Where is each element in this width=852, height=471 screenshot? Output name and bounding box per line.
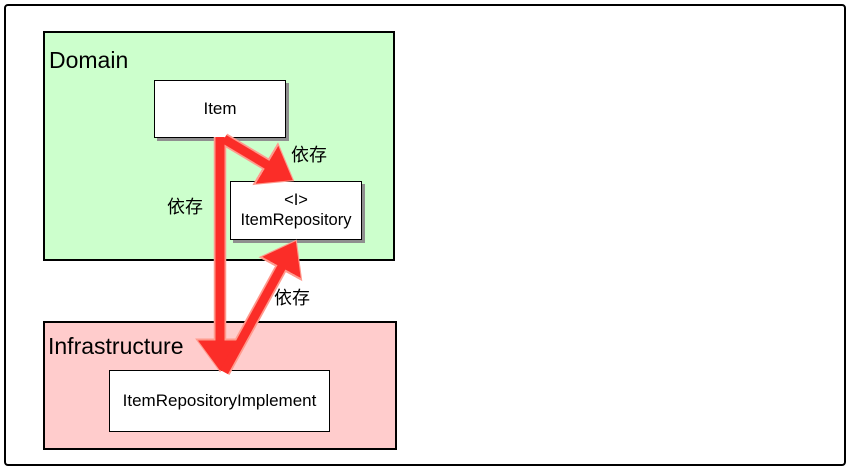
item-class-node: Item [154, 80, 286, 138]
dependency-label-item-to-itemrepository: 依存 [291, 145, 327, 165]
dependency-label-item-to-itemrepositoryimplement: 依存 [167, 197, 203, 217]
dependency-label-itemrepositoryimplement-to-itemrepository: 依存 [274, 288, 310, 308]
interface-stereotype-label: <I> [284, 191, 308, 210]
domain-layer-label: Domain [49, 47, 129, 73]
item-repository-implement-node: ItemRepositoryImplement [109, 370, 330, 432]
item-repository-implement-label: ItemRepositoryImplement [122, 390, 317, 410]
item-class-label: Item [203, 98, 237, 118]
item-repository-interface-node: <I> ItemRepository [230, 181, 362, 240]
infrastructure-layer-label: Infrastructure [48, 333, 184, 359]
item-repository-label: ItemRepository [240, 210, 352, 229]
